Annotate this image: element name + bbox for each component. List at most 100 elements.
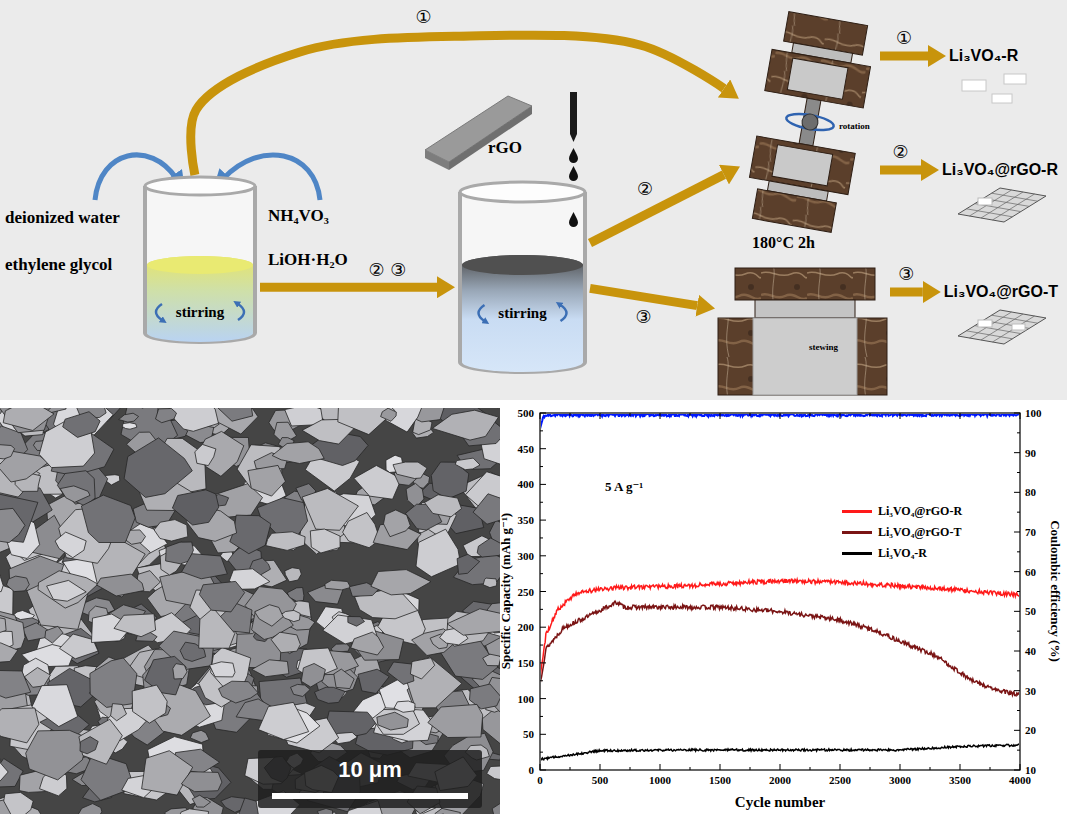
axis-tick [1017, 512, 1020, 513]
process-arrow [890, 288, 923, 297]
particle-flake [119, 413, 139, 422]
particle-flake [38, 571, 98, 608]
data-curve [541, 414, 1019, 428]
node-text: stirring [455, 304, 590, 322]
axis-tick [1014, 730, 1020, 731]
particle-flake [473, 494, 500, 524]
axis-tick [540, 430, 543, 431]
legend-text: Li₃VO₄-R [878, 547, 927, 561]
legend-text: Li₃VO₄@rGO-T [878, 526, 961, 540]
tick-label: 90 [1025, 446, 1036, 459]
axis-tick [780, 764, 781, 770]
axis-tick [1014, 611, 1020, 612]
axis-tick [540, 627, 546, 628]
axis-tick [900, 764, 901, 770]
axis-tick [1017, 591, 1020, 592]
particle-flake [371, 570, 431, 595]
particle-flake [416, 529, 461, 577]
product-label: Li₃VO₄-R [946, 45, 1021, 67]
particle-flake [57, 471, 95, 506]
product-name: Li₃VO₄@rGO-T [941, 281, 1061, 303]
autoclave-cap [752, 189, 836, 232]
particle-flake [0, 643, 18, 663]
data-curve [541, 579, 1019, 677]
particle-flake [266, 532, 305, 551]
particle-flake [124, 438, 192, 498]
particle-flake [393, 462, 427, 478]
tick-label: 150 [518, 657, 535, 670]
axis-tick [720, 764, 721, 770]
tick-label: 80 [1025, 486, 1036, 499]
graphene-sheet [958, 188, 1046, 222]
autoclave-body [749, 136, 855, 195]
particle-flake [210, 662, 236, 677]
axis-tick [1014, 492, 1020, 493]
axis-tick [540, 520, 546, 521]
tick-label: 2500 [829, 774, 851, 787]
stir-arrow [238, 304, 244, 320]
particle-flake [457, 554, 480, 574]
particle-flake [325, 580, 351, 590]
tick-label: 400 [518, 478, 535, 491]
particle-flake [0, 445, 15, 459]
axis-tick [1014, 532, 1020, 533]
particle-flake [354, 466, 402, 500]
reagent-name: LiOH·H₂O [268, 250, 348, 270]
axis-tick [1014, 651, 1020, 652]
process-arrow [191, 35, 724, 175]
particle-flake [428, 704, 483, 737]
stir-arrow [479, 305, 485, 321]
axis-tick [750, 413, 751, 416]
particle-flake [351, 632, 384, 655]
particle-flake [154, 520, 188, 542]
stir-arrow [156, 304, 162, 320]
particle-flake [218, 408, 253, 421]
axis-tick [1017, 551, 1020, 552]
autoclave-liner [772, 145, 833, 186]
tick-label: 0 [537, 774, 543, 787]
particle-flake [111, 704, 127, 721]
axis-tick [540, 680, 543, 681]
beaker-rim [460, 182, 585, 202]
reagent-name: rGO [488, 138, 522, 158]
legend-swatch [842, 510, 872, 513]
particle-flake [80, 737, 98, 754]
product-particles [1012, 324, 1025, 330]
beaker-rim [145, 177, 255, 195]
particle-flake [317, 809, 332, 814]
axis-tick [960, 413, 961, 419]
liquid-surface [147, 256, 253, 274]
particle-flake [455, 458, 480, 470]
step-number: ③ [896, 265, 916, 283]
reagent-name: ethylene glycol [5, 255, 112, 275]
tick-label: 450 [518, 442, 535, 455]
particle-flake [32, 685, 78, 727]
particle-flake [272, 442, 324, 464]
graphene-slab [425, 96, 532, 170]
particle-flake [156, 409, 177, 423]
legend-swatch [842, 531, 872, 534]
particle-flake [4, 792, 34, 814]
axis-tick [690, 413, 691, 416]
beaker-glass [460, 192, 585, 372]
particle-flake [0, 569, 3, 592]
drop [569, 212, 578, 227]
particle-flake [384, 510, 411, 537]
tick-label: 2000 [769, 774, 791, 787]
axis-tick [1017, 750, 1020, 751]
axis-tick [540, 662, 546, 663]
legend-item: Li₃VO₄@rGO-R [842, 505, 962, 519]
axis-tick [900, 413, 901, 419]
axis-tick [1014, 571, 1020, 572]
axis-tick [750, 767, 751, 770]
autoclave-body [765, 49, 871, 108]
particle-flake [394, 701, 415, 712]
axis-tick [570, 767, 571, 770]
tick-label: 60 [1025, 565, 1036, 578]
particle-flake [271, 632, 300, 653]
tick-label: 200 [518, 621, 535, 634]
axis-tick [540, 413, 546, 414]
axis-tick [540, 448, 546, 449]
axis-tick [540, 413, 541, 419]
particle-flake [0, 616, 6, 635]
